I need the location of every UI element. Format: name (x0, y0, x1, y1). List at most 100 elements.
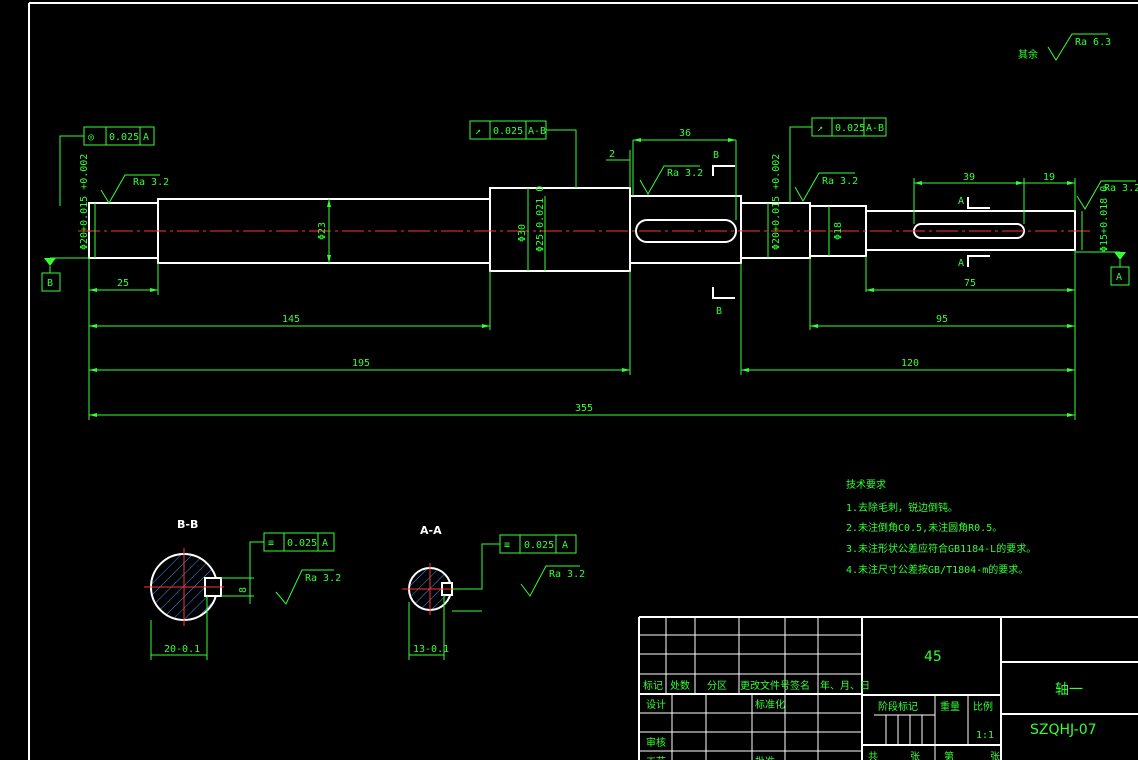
section-aa-dim: 13-0.1 (413, 644, 449, 655)
roughness-2: Ra 3.2 (667, 168, 703, 179)
tb-row-approve: 批准 (755, 755, 775, 760)
keyway-b (635, 219, 737, 243)
section-bb-title: B-B (177, 518, 198, 531)
tolerance-frame-1: ◎ 0.025 A (59, 126, 155, 206)
default-roughness-label: 其余 (1018, 48, 1038, 61)
tb-scale-label: 比例 (973, 700, 993, 713)
tb-sheet-no: 第 (944, 750, 954, 760)
section-bb-width: 8 (238, 587, 249, 593)
tolerance-5-datum: A (562, 540, 568, 551)
tb-sheet-unit-1: 张 (910, 751, 920, 760)
datum-a: A (1075, 251, 1130, 286)
section-marker-labels: B B A A (713, 150, 964, 317)
symmetry-icon: ≡ (268, 538, 274, 549)
tb-header-zone: 分区 (707, 680, 727, 692)
section-bb-dim: 20-0.1 (164, 644, 200, 655)
tb-stage-label: 阶段标记 (878, 700, 918, 713)
runout-icon: ↗ (817, 123, 823, 134)
tb-scale-value: 1:1 (976, 730, 994, 741)
section-aa-title: A-A (420, 524, 442, 537)
roughness-symbols (100, 165, 1136, 605)
section-mark-b-top: B (713, 150, 719, 161)
runout-icon: ↗ (475, 126, 481, 137)
tolerance-4-datum: A (322, 538, 328, 549)
tb-sheet-total: 共 (868, 751, 878, 760)
title-block: 标记 处数 分区 更改文件号 签名 年、月、日 设计 标准化 审核 工艺 批准 … (638, 616, 1138, 760)
tb-header-date: 年、月、日 (820, 679, 870, 692)
tb-header-count: 处数 (670, 679, 690, 692)
roughness-6: Ra 3.2 (549, 569, 585, 580)
note-3: 3.未注形状公差应符合GB1184-L的要求。 (846, 542, 1036, 555)
datum-b-label: B (47, 278, 53, 289)
dim-120: 120 (901, 358, 919, 369)
dim-355: 355 (575, 403, 593, 414)
datum-b: B (41, 257, 89, 292)
tb-sheet-unit-2: 张 (990, 751, 1000, 760)
section-mark-b-bottom: B (716, 306, 722, 317)
section-markers (712, 165, 990, 299)
dim-dia-3: Φ30 (517, 224, 528, 242)
dim-39: 39 (963, 172, 975, 183)
tolerance-3-datum: A-B (866, 123, 884, 134)
dim-75: 75 (964, 278, 976, 289)
shaft-outline (88, 187, 1076, 272)
note-4: 4.未注尺寸公差按GB/T1804-m的要求。 (846, 563, 1028, 576)
technical-notes: 技术要求 1.去除毛刺，锐边倒钝。 2.未注倒角C0.5,未注圆角R0.5。 3… (846, 478, 1036, 576)
tb-header-doc: 更改文件号 (740, 679, 790, 692)
note-1: 1.去除毛刺，锐边倒钝。 (846, 501, 958, 514)
tolerance-5-value: 0.025 (524, 540, 554, 551)
tb-part-name: 轴一 (1055, 682, 1083, 698)
dim-25: 25 (117, 278, 129, 289)
symmetry-icon: ≡ (504, 540, 510, 551)
dim-dia-1: Φ20+0.015 +0.002 (79, 154, 90, 250)
roughness-5: Ra 3.2 (305, 573, 341, 584)
section-aa: A-A ≡ 0.025 A 13-0.1 (402, 524, 577, 660)
tb-row-design: 设计 (646, 698, 666, 711)
tolerance-frame-3: ↗ 0.025 A-B (789, 117, 887, 203)
note-2: 2.未注倒角C0.5,未注圆角R0.5。 (846, 521, 1002, 534)
tb-weight-label: 重量 (940, 700, 960, 713)
tb-row-review: 审核 (646, 736, 666, 749)
dim-dia-2: Φ23 (317, 222, 328, 240)
dim-dia-7: Φ15+0.018 0 (1099, 186, 1110, 252)
drawing-border (28, 2, 1138, 760)
section-mark-a-bottom: A (958, 258, 964, 269)
roughness-labels: Ra 3.2 Ra 3.2 Ra 3.2 Ra 3.2 Ra 3.2 Ra 3.… (133, 168, 1138, 584)
tb-drawing-no: SZQHJ-07 (1030, 722, 1097, 738)
tb-row-standard: 标准化 (755, 698, 785, 711)
roughness-4: Ra 3.2 (1104, 183, 1138, 194)
tb-header-sign: 签名 (790, 679, 810, 692)
dim-95: 95 (936, 314, 948, 325)
dim-145: 145 (282, 314, 300, 325)
dim-2: 2 (609, 149, 615, 160)
tolerance-2-datum: A-B (528, 126, 546, 137)
roughness-3: Ra 3.2 (822, 176, 858, 187)
roughness-1: Ra 3.2 (133, 177, 169, 188)
notes-title: 技术要求 (846, 478, 886, 491)
tolerance-1-value: 0.025 (109, 132, 139, 143)
tb-header-mark: 标记 (643, 680, 663, 692)
tb-row-process: 工艺 (646, 756, 666, 760)
dim-dia-4: Φ25-0.021 0 (535, 186, 546, 252)
dim-dia-5: Φ20+0.015 +0.002 (771, 154, 782, 250)
tolerance-3-value: 0.025 (835, 123, 865, 134)
default-roughness-value: Ra 6.3 (1075, 37, 1111, 48)
tolerance-frame-2: ↗ 0.025 A-B (469, 120, 577, 188)
tb-material: 45 (924, 649, 942, 665)
datum-a-label: A (1116, 272, 1122, 283)
dim-36: 36 (679, 128, 691, 139)
position-icon: ◎ (88, 132, 94, 143)
default-roughness-symbol: 其余 Ra 6.3 (1018, 33, 1111, 61)
section-mark-a-top: A (958, 196, 964, 207)
dimension-lines (88, 139, 1083, 420)
dim-dia-6: Φ18 (833, 222, 844, 240)
dim-19: 19 (1043, 172, 1055, 183)
tolerance-1-datum: A (143, 132, 149, 143)
dimension-texts: 25 145 195 355 95 120 75 36 2 39 19 Φ20+… (79, 128, 1110, 414)
dimension-arrows (89, 138, 1075, 417)
section-bb: B-B ≡ 0.025 A 20-0.1 8 (144, 518, 335, 660)
tolerance-4-value: 0.025 (287, 538, 317, 549)
tolerance-2-value: 0.025 (493, 126, 523, 137)
dim-195: 195 (352, 358, 370, 369)
